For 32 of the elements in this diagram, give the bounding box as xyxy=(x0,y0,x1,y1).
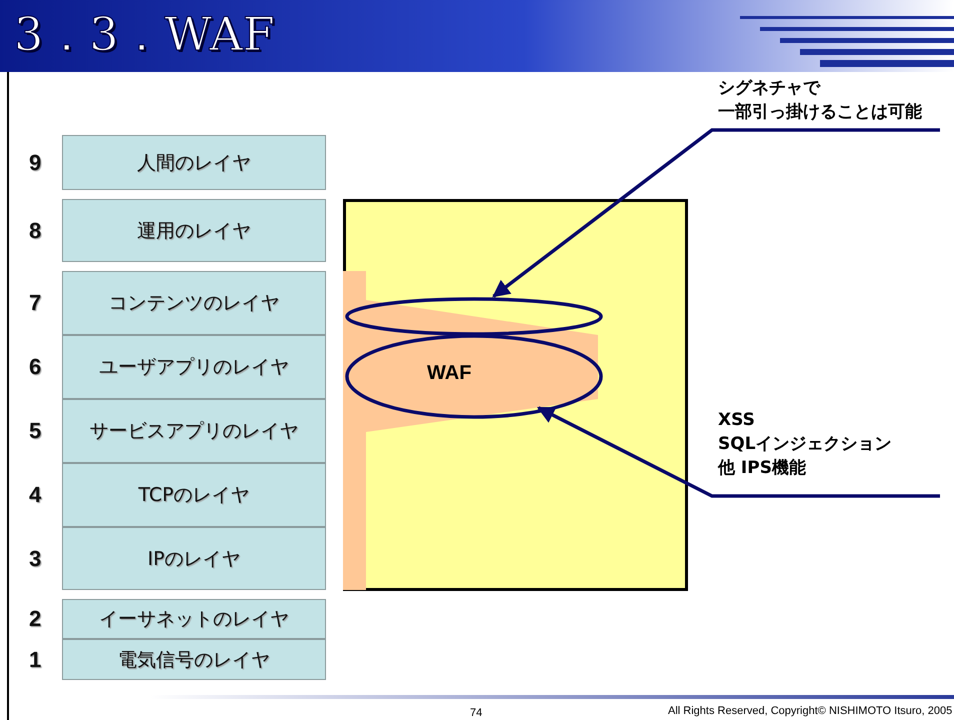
callout-text: SQLインジェクション xyxy=(718,433,892,456)
leader-arrow xyxy=(492,128,940,298)
layer-number: 8 xyxy=(29,218,42,244)
highlight-box xyxy=(343,199,688,591)
layer-number: 7 xyxy=(29,290,42,316)
page-number: 74 xyxy=(470,707,482,719)
callout-text: XSS xyxy=(718,409,755,432)
layer-number: 1 xyxy=(29,646,42,672)
layer-number: 6 xyxy=(29,354,42,380)
ellipse-outline xyxy=(345,334,603,419)
layer-label: IPのレイヤ xyxy=(147,546,241,572)
layer-number: 9 xyxy=(29,150,42,176)
layer-number: 5 xyxy=(29,418,42,444)
callout-text: 他 IPS機能 xyxy=(718,457,806,480)
copyright-notice: All Rights Reserved, Copyright© NISHIMOTO Itsuro, 2005 xyxy=(668,705,952,717)
leader-arrow xyxy=(536,406,940,498)
layer-number: 4 xyxy=(29,482,42,508)
layer-label: 電気信号のレイヤ xyxy=(118,648,270,672)
node-label: WAF xyxy=(427,362,472,385)
layer-number: 2 xyxy=(29,606,42,632)
layer-label: 運用のレイヤ xyxy=(137,218,251,244)
layer-label: コンテンツのレイヤ xyxy=(108,291,280,316)
layer-label: ユーザアプリのレイヤ xyxy=(99,355,289,380)
callout-text: 一部引っ掛けることは可能 xyxy=(718,101,922,124)
layer-number: 3 xyxy=(29,546,42,572)
slide-title: 3．3．WAF xyxy=(14,6,275,63)
layer-label: TCPのレイヤ xyxy=(138,483,250,508)
ellipse-outline xyxy=(345,297,603,336)
layer-label: サービスアプリのレイヤ xyxy=(90,419,298,444)
layer-label: イーサネットのレイヤ xyxy=(99,607,289,632)
layer-label: 人間のレイヤ xyxy=(137,150,251,176)
callout-text: シグネチャで xyxy=(718,77,820,100)
